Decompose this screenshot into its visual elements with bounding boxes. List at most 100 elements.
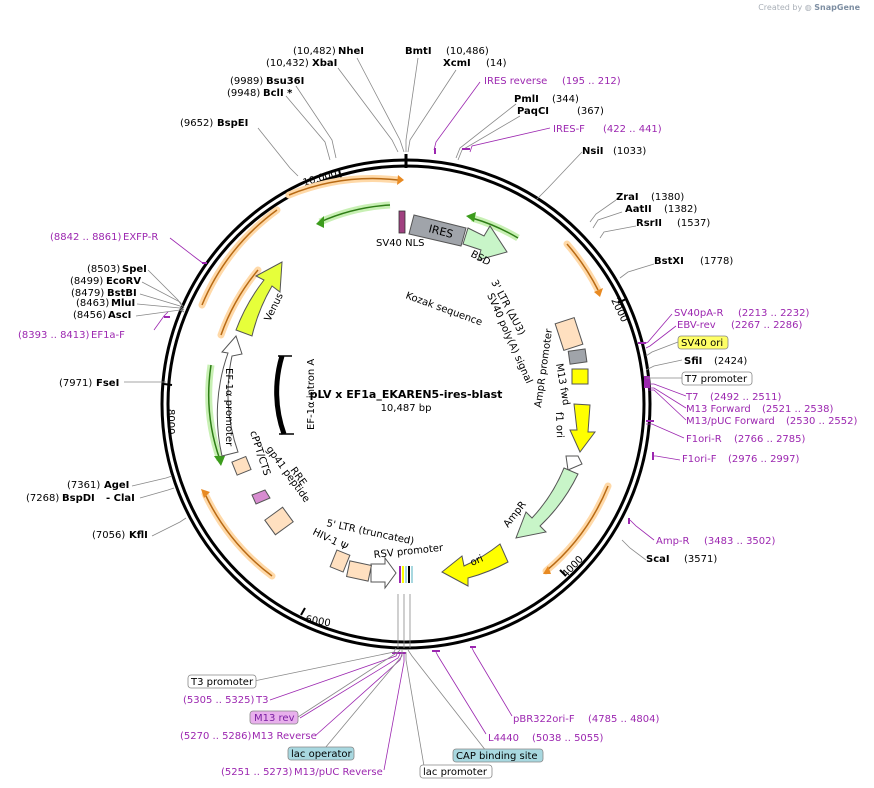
primer-ires-reverse-range: (195 .. 212) bbox=[562, 76, 621, 87]
primer-t3-range: (5305 .. 5325) bbox=[183, 695, 255, 706]
enzyme-agei: AgeI bbox=[104, 480, 129, 491]
enzyme-bspdi-pos: (7268) bbox=[26, 493, 59, 504]
enzyme-nhei: NheI bbox=[338, 46, 364, 57]
bottom-ring-leaders bbox=[397, 594, 411, 648]
primer-f1ori-f-range: (2976 .. 2997) bbox=[728, 454, 800, 465]
ltr5-block bbox=[345, 560, 373, 582]
enzyme-scai: ScaI bbox=[646, 554, 670, 565]
primer-m13puc-forward: M13/pUC Forward bbox=[686, 416, 775, 427]
primer-l4440-range: (5038 .. 5055) bbox=[532, 733, 604, 744]
enzyme-kfli: KflI bbox=[129, 530, 148, 541]
tick-label-8000: 8000 bbox=[165, 409, 176, 434]
enzyme-bsu36i-pos: (9989) bbox=[230, 76, 263, 87]
enzyme-asci: AscI bbox=[108, 310, 131, 321]
enzyme-xbai-pos: (10,432) bbox=[266, 58, 309, 69]
enzyme-rsrii-pos: (1537) bbox=[677, 218, 710, 229]
primer-f1ori-f: F1ori-F bbox=[682, 454, 717, 465]
ires-block bbox=[408, 214, 467, 247]
ltr3-block bbox=[554, 316, 584, 352]
ef1a-promoter-label: EF-1α promoter bbox=[223, 368, 234, 447]
primer-ires-f: IRES-F bbox=[553, 124, 585, 135]
enzyme-paqci-pos: (367) bbox=[577, 106, 604, 117]
primer-m13puc-forward-range: (2530 .. 2552) bbox=[786, 416, 858, 427]
lac-operator-box-label: lac operator bbox=[291, 749, 352, 760]
rsv-promoter-arrow bbox=[370, 556, 397, 590]
enzyme-bstbi-pos: (8479) bbox=[71, 288, 104, 299]
m13-rev-box bbox=[249, 710, 299, 725]
primer-m13-reverse-range: (5270 .. 5286) bbox=[180, 731, 252, 742]
primer-f1ori-r-range: (2766 .. 2785) bbox=[734, 434, 806, 445]
primer-m13puc-reverse: M13/pUC Reverse bbox=[294, 767, 383, 778]
enzyme-fsei: FseI bbox=[96, 378, 119, 389]
enzyme-nsii-pos: (1033) bbox=[613, 146, 646, 157]
f1ori-label: f1 ori bbox=[553, 412, 565, 438]
enzyme-rsrii: RsrII bbox=[636, 218, 662, 229]
primer-amp-r: Amp-R bbox=[656, 536, 690, 547]
enzyme-zrai-pos: (1380) bbox=[651, 192, 684, 203]
sv40-ori-box-label: SV40 ori bbox=[681, 338, 723, 349]
orange-arrowheads bbox=[201, 175, 603, 574]
ampr-promoter-label: AmpR promoter bbox=[533, 327, 555, 408]
enzyme-kfli-pos: (7056) bbox=[92, 530, 125, 541]
enzyme-bmti: BmtI bbox=[405, 46, 432, 57]
ampr-promoter-arrow bbox=[565, 455, 583, 471]
enzyme-agei-pos: (7361) bbox=[67, 480, 100, 491]
gp41-block bbox=[251, 489, 271, 505]
green-arrowheads bbox=[214, 212, 476, 466]
boxed-feature-group: SV40 ori T7 promoter T3 promoter M13 rev… bbox=[187, 335, 753, 779]
enzyme-bmti-pos: (10,486) bbox=[446, 46, 489, 57]
enzyme-ecorv: EcoRV bbox=[106, 276, 141, 287]
bsd-arrow bbox=[462, 225, 508, 261]
hiv-psi-block bbox=[329, 549, 351, 573]
lac-promoter-box-label: lac promoter bbox=[423, 767, 488, 778]
enzyme-clai: - ClaI bbox=[106, 493, 135, 504]
sv40-nls-block bbox=[398, 210, 406, 234]
primer-t7-range: (2492 .. 2511) bbox=[710, 392, 782, 403]
primer-m13puc-reverse-range: (5251 .. 5273) bbox=[221, 767, 293, 778]
primer-ef1a-f-range: (8393 .. 8413) bbox=[18, 330, 90, 341]
plasmid-length: 10,487 bp bbox=[381, 403, 432, 414]
ef1a-promoter-arrow bbox=[216, 335, 243, 457]
enzyme-spei-pos: (8503) bbox=[87, 264, 120, 275]
enzyme-zrai: ZraI bbox=[616, 192, 639, 203]
primer-amp-r-range: (3483 .. 3502) bbox=[704, 536, 776, 547]
enzyme-bspei: BspEI bbox=[217, 118, 248, 129]
enzyme-bspdi: BspDI bbox=[62, 493, 95, 504]
ori-label: ori bbox=[469, 553, 485, 568]
enzyme-paqci: PaqCI bbox=[517, 106, 549, 117]
venus-arrow bbox=[235, 261, 283, 337]
primer-m13-forward: M13 Forward bbox=[686, 404, 751, 415]
enzyme-bsu36i: Bsu36I bbox=[266, 76, 304, 87]
enzyme-bspei-pos: (9652) bbox=[180, 118, 213, 129]
enzyme-mlui: MluI bbox=[111, 298, 135, 309]
ori-arrow bbox=[441, 543, 509, 587]
enzyme-aatii: AatII bbox=[625, 204, 652, 215]
t3-promoter-box-label: T3 promoter bbox=[190, 677, 254, 688]
f1ori-arrow bbox=[569, 403, 596, 453]
primer-t3: T3 bbox=[255, 695, 268, 706]
enzyme-bstxi: BstXI bbox=[654, 256, 684, 267]
m13fwd-label: M13 fwd bbox=[553, 363, 571, 407]
enzyme-bstbi: BstBI bbox=[107, 288, 137, 299]
primer-f1ori-r: F1ori-R bbox=[686, 434, 722, 445]
enzyme-xcmi: XcmI bbox=[443, 58, 471, 69]
enzyme-scai-pos: (3571) bbox=[684, 554, 717, 565]
enzyme-ecorv-pos: (8499) bbox=[70, 276, 103, 287]
sv40-ori-block bbox=[571, 368, 589, 385]
primer-l4440: L4440 bbox=[488, 733, 519, 744]
cppt-block bbox=[231, 455, 252, 476]
enzyme-nsii: NsiI bbox=[582, 146, 603, 157]
primer-ires-reverse: IRES reverse bbox=[484, 76, 547, 87]
cap-binding-site-box bbox=[452, 748, 544, 763]
plasmid-name: pLV x EF1a_EKAREN5-ires-blast bbox=[310, 388, 503, 401]
m13-rev-box-label: M13 rev bbox=[254, 713, 295, 724]
primer-ef1a-f: EF1a-F bbox=[91, 330, 125, 341]
enzyme-bstxi-pos: (1778) bbox=[700, 256, 733, 267]
t7-promoter-box-label: T7 promoter bbox=[684, 374, 748, 385]
enzyme-sfii-pos: (2424) bbox=[714, 356, 747, 367]
primer-m13-reverse: M13 Reverse bbox=[252, 731, 317, 742]
t3-promoter-box bbox=[187, 674, 257, 689]
ampr-arrow bbox=[515, 467, 579, 539]
primer-sv40pa-r: SV40pA-R bbox=[674, 308, 723, 319]
enzyme-asci-pos: (8456) bbox=[73, 310, 106, 321]
